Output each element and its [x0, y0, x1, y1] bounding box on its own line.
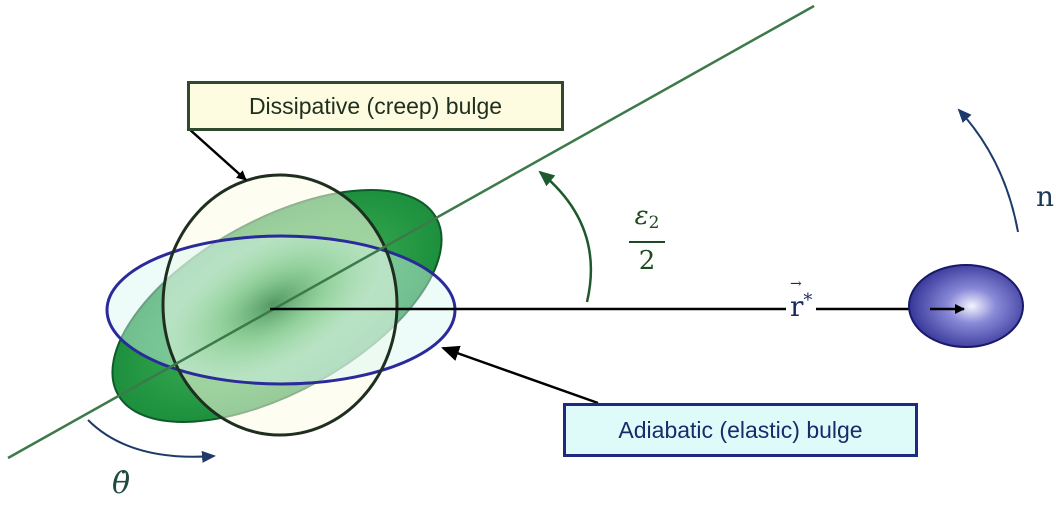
rotation-rate-label: θ̇ — [112, 466, 131, 501]
fraction-bar — [629, 241, 665, 243]
elastic-label-pointer — [441, 345, 599, 405]
angle-symbol: ε — [634, 201, 649, 231]
rotation-arc — [87, 419, 216, 463]
vector-symbol: r — [790, 276, 803, 323]
angle-arc — [538, 170, 593, 303]
creep-label-pointer — [187, 127, 247, 181]
bulge-center-shading — [164, 225, 382, 383]
bulge-axis-line — [7, 4, 815, 460]
companion-body — [908, 264, 1024, 348]
angle-subscript: 2 — [648, 213, 660, 233]
vector-superscript: * — [803, 290, 813, 311]
angle-denominator: 2 — [638, 246, 656, 276]
position-vector-label: r* — [786, 276, 817, 323]
mean-motion-label: n — [1036, 180, 1055, 213]
elastic-bulge-label: Adiabatic (elastic) bulge — [563, 403, 918, 457]
angle-label: ε2 2 — [627, 201, 667, 276]
mean-motion-arc — [957, 108, 1019, 233]
planet-outline — [161, 173, 399, 437]
creep-bulge-label: Dissipative (creep) bulge — [187, 81, 564, 131]
